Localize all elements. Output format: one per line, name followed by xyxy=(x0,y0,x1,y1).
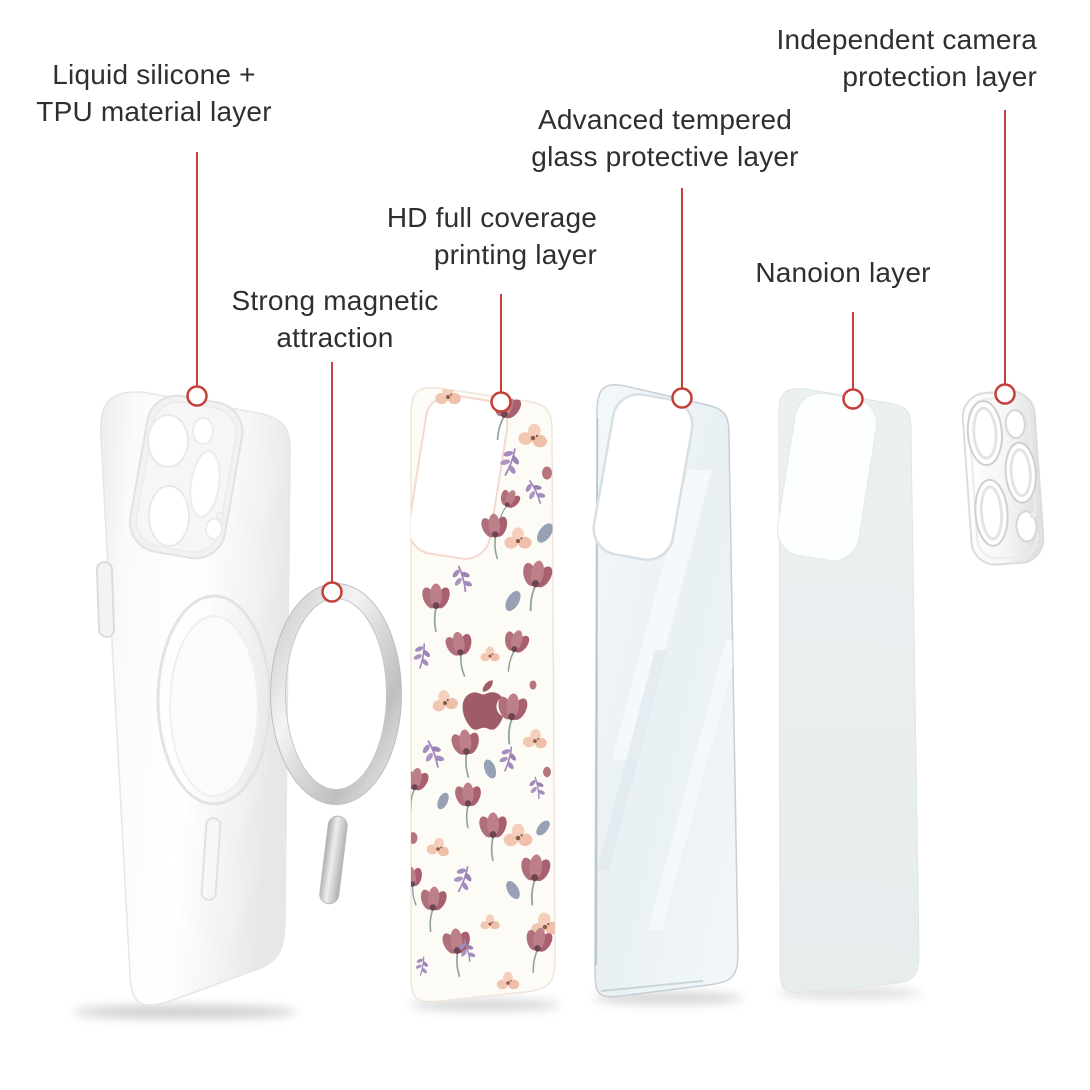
label-camera-protection: Independent camera protection layer xyxy=(776,24,1037,92)
callout-circle xyxy=(490,391,512,413)
callout-circle xyxy=(321,581,343,603)
callout-camera-protection xyxy=(994,110,1016,405)
glass-reflection xyxy=(612,470,712,760)
callout-circle xyxy=(671,387,693,409)
callout-liquid-silicone xyxy=(186,152,208,407)
magsafe-metal-ring xyxy=(270,583,402,805)
magsafe-ring-outline xyxy=(156,594,272,806)
glass-camera-cutout xyxy=(592,393,694,561)
printed-camera-cutout xyxy=(411,394,509,560)
magsafe-inner-disc xyxy=(169,615,259,797)
label-hd-printing: HD full coverage printing layer xyxy=(386,202,597,270)
callout-nanoion xyxy=(842,312,864,410)
callout-strong-magnetic xyxy=(321,362,343,603)
label-strong-magnetic: Strong magnetic attraction xyxy=(231,285,439,353)
callouts xyxy=(186,110,1016,603)
magsafe-slot xyxy=(200,817,222,901)
magnetic-alignment-bar xyxy=(319,815,348,905)
nanoion-camera-cutout xyxy=(776,392,878,562)
floral-printed-layer xyxy=(410,386,556,1003)
protector-lens-holes xyxy=(966,400,1038,547)
callout-circle xyxy=(842,388,864,410)
apple-logo xyxy=(462,680,504,730)
callout-circle xyxy=(994,383,1016,405)
label-tempered-glass: Advanced tempered glass protective layer xyxy=(531,104,799,172)
callout-circle xyxy=(186,385,208,407)
side-button xyxy=(95,561,116,638)
tempered-glass-layer xyxy=(592,384,739,998)
nanoion-layer xyxy=(776,388,920,993)
callout-tempered-glass xyxy=(671,188,693,409)
glass-reflection xyxy=(597,650,667,870)
glass-reflection xyxy=(648,640,738,930)
lens-holes xyxy=(147,414,224,547)
camera-protector xyxy=(961,390,1045,566)
label-liquid-silicone: Liquid silicone + TPU material layer xyxy=(36,59,272,127)
silicone-case-layer xyxy=(95,391,291,1006)
callout-hd-printing xyxy=(490,294,512,413)
label-nanoion: Nanoion layer xyxy=(755,257,931,288)
